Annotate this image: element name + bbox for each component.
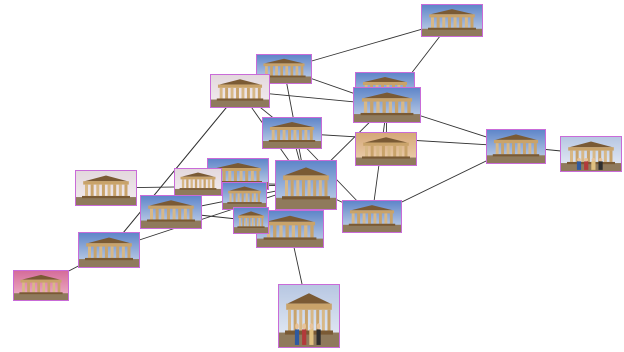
temple-photo-image	[14, 271, 68, 300]
photo-node-n20[interactable]	[278, 284, 340, 348]
temple-photo-image	[354, 88, 420, 122]
photo-node-n08[interactable]	[560, 136, 622, 172]
temple-photo-image	[279, 285, 339, 347]
photo-node-n05[interactable]	[353, 87, 421, 123]
temple-photo-image	[76, 171, 136, 205]
photo-node-n14[interactable]	[174, 168, 222, 196]
photo-node-n09[interactable]	[355, 132, 417, 166]
temple-photo-image	[343, 201, 401, 232]
temple-photo-image	[79, 233, 139, 267]
photo-node-n03[interactable]	[210, 74, 270, 108]
photo-node-n01[interactable]	[421, 4, 483, 37]
photo-node-n21[interactable]	[13, 270, 69, 301]
photo-node-n11[interactable]	[275, 160, 337, 210]
temple-photo-image	[223, 183, 266, 209]
temple-photo-image	[141, 196, 201, 228]
temple-photo-image	[422, 5, 482, 36]
photo-node-n15[interactable]	[75, 170, 137, 206]
photo-node-n16[interactable]	[140, 195, 202, 229]
temple-photo-image	[276, 161, 336, 209]
temple-photo-image	[175, 169, 221, 195]
temple-photo-image	[487, 130, 545, 163]
graph-edge	[108, 184, 307, 251]
photo-node-n19[interactable]	[78, 232, 140, 268]
temple-photo-image	[211, 75, 269, 107]
temple-photo-image	[561, 137, 621, 171]
photo-node-n07[interactable]	[486, 129, 546, 164]
photo-node-n12[interactable]	[342, 200, 402, 233]
photo-node-n18[interactable]	[233, 207, 269, 234]
photo-node-n13[interactable]	[222, 182, 267, 210]
photo-node-n06[interactable]	[262, 117, 322, 149]
temple-photo-image	[356, 133, 416, 165]
temple-photo-image	[234, 208, 268, 233]
temple-photo-image	[263, 118, 321, 148]
